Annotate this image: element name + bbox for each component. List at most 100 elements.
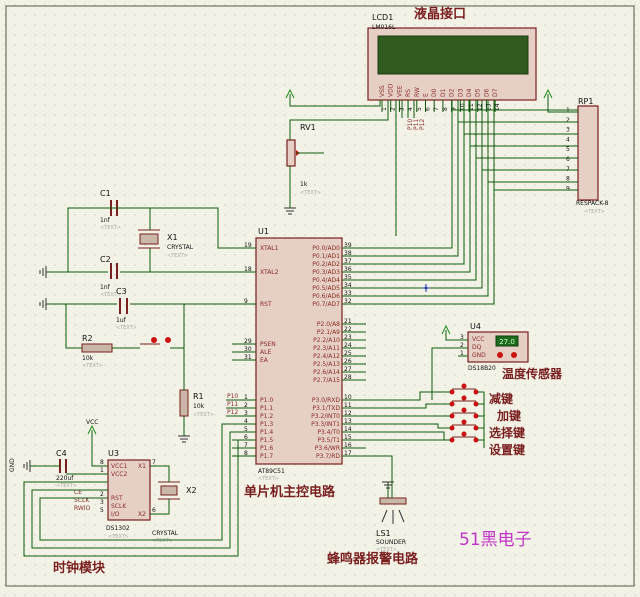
x1-body: [139, 233, 159, 245]
capacitor-c4[interactable]: C4 220uf <TEXT>: [56, 449, 77, 489]
u1-pin-label: P2.2/A10: [313, 337, 340, 344]
key-button-icon[interactable]: [461, 407, 467, 413]
u1-pin-label: P1.7: [260, 453, 273, 460]
u4-pin-label: GND: [472, 352, 486, 359]
key-terminal-icon: [473, 413, 479, 419]
c4-text: <TEXT>: [56, 483, 77, 489]
u1-pin-label: P3.5/T1: [317, 437, 340, 444]
c4-ref: C4: [56, 449, 67, 458]
key-button-icon[interactable]: [461, 383, 467, 389]
resistor-r1[interactable]: R1 10k <TEXT>: [179, 389, 214, 418]
crystal-x2[interactable]: X2 CRYSTAL <TEXT>: [152, 481, 197, 544]
capacitor-c2[interactable]: C2 1nf <TEXT>: [100, 255, 121, 298]
u1-pin-label: P1.2: [260, 413, 273, 420]
lcd-module[interactable]: LCD1 LM016L VSS1VDD2VEE3RS4RW5E6D07D18D2…: [367, 13, 537, 130]
u1-pin-label: P0.0/AD0: [312, 245, 340, 252]
u1-pin-label: P3.7/RD: [316, 453, 340, 460]
x1-part: CRYSTAL: [167, 244, 194, 251]
ls1-wave-c: [398, 509, 405, 523]
key-terminal-icon: [473, 389, 479, 395]
capacitor-c3[interactable]: C3 1uf <TEXT>: [116, 287, 137, 331]
u3-pin-number: 6: [152, 507, 156, 514]
u1-pin-label: P0.3/AD3: [312, 269, 340, 276]
r1-text: <TEXT>: [193, 412, 214, 418]
rp1-pin-number: 7: [566, 166, 570, 173]
rp1-ref: RP1: [578, 97, 593, 106]
lcd-pin-label: D1: [440, 88, 447, 97]
u1-pin-label: P1.3: [260, 421, 273, 428]
u1-p1-net-label: P11: [227, 401, 238, 408]
rv1-text: <TEXT>: [300, 190, 321, 196]
x1-ref: X1: [167, 233, 178, 242]
u1-pin-label: P1.1: [260, 405, 273, 412]
u4-button-up-icon[interactable]: [511, 352, 517, 358]
r2-ref: R2: [82, 334, 93, 343]
u1-pin-number: 22: [344, 326, 352, 333]
buzzer-ls1[interactable]: LS1 SOUNDER <TEXT>: [376, 497, 407, 553]
label-temp-sensor: 温度传感器: [502, 366, 563, 381]
label-key-minus: 减键: [489, 391, 513, 406]
key-button-icon[interactable]: [461, 431, 467, 437]
u1-pin-label: P1.6: [260, 445, 273, 452]
u4-pin-number: 1: [460, 350, 464, 357]
key-terminal-icon: [473, 401, 479, 407]
u1-pin-number: 30: [244, 346, 252, 353]
u4-ref: U4: [470, 322, 481, 331]
u1-pin-number: 10: [344, 394, 352, 401]
lcd-pin-label: D3: [457, 88, 464, 97]
lcd-pin-number: 9: [451, 107, 458, 111]
ls1-ref: LS1: [376, 529, 391, 538]
lcd-pin-group: VSS1VDD2VEE3RS4RW5E6D07D18D29D310D411D51…: [379, 83, 501, 130]
sheet-border: [5, 5, 635, 587]
r2-value: 10k: [82, 355, 94, 362]
c3-ref: C3: [116, 287, 127, 296]
lcd-pin-label: D0: [431, 88, 438, 97]
u3-pin-label: VCC2: [111, 471, 127, 478]
u1-pin-label: P3.0/RXD: [312, 397, 340, 404]
u1-pin-number: 17: [344, 450, 352, 457]
lcd-pin-label: VSS: [379, 85, 386, 97]
u1-pin-number: 2: [244, 402, 248, 409]
key-button-icon[interactable]: [461, 395, 467, 401]
lcd-pin-label: RS: [405, 89, 412, 97]
u1-pin-label: P3.2/INT0: [311, 413, 340, 420]
lcd-pin-label: E: [423, 93, 430, 97]
u1-pin-number: 21: [344, 318, 352, 325]
r1-ref: R1: [193, 392, 204, 401]
ls1-text: <TEXT>: [376, 547, 397, 553]
u3-pin-label: SCLK: [111, 503, 127, 510]
crystal-x1[interactable]: X1 CRYSTAL <TEXT>: [138, 229, 194, 259]
lcd-pin-number: 10: [459, 103, 466, 111]
u4-pin-number: 2: [460, 342, 464, 349]
capacitor-c1[interactable]: C1 1nf <TEXT>: [100, 189, 121, 231]
u1-pin-label: XTAL1: [260, 245, 279, 252]
potentiometer-rv1[interactable]: RV1 1k <TEXT>: [286, 123, 321, 196]
u3-pin-number: 3: [100, 499, 104, 506]
key-terminal-icon: [449, 413, 455, 419]
u1-pin-number: 39: [344, 242, 352, 249]
key-button-icon[interactable]: [461, 419, 467, 425]
rtc-ds1302[interactable]: U3 DS1302 <TEXT> VCC1VCC2RSTSCLKI/OX1X2C…: [74, 449, 156, 540]
u1-pin-number: 28: [344, 374, 352, 381]
lcd-part: LM016L: [372, 24, 396, 31]
ls1-body: [379, 497, 407, 505]
u3-ref: U3: [108, 449, 119, 458]
ls1-wave-a: [381, 509, 388, 523]
reset-button[interactable]: [140, 337, 171, 345]
u1-pin-number: 19: [244, 242, 252, 249]
c2-text: <TEXT>: [100, 292, 121, 298]
u1-pin-label: PSEN: [260, 341, 276, 348]
lcd-pin-number: 2: [390, 107, 397, 111]
u4-button-down-icon[interactable]: [497, 352, 503, 358]
label-key-set: 设置键: [489, 442, 525, 457]
resistor-r2[interactable]: R2 10k <TEXT>: [81, 334, 113, 369]
u1-ref: U1: [258, 227, 269, 236]
lcd-pin-number: 6: [425, 107, 432, 111]
u1-text: <TEXT>: [258, 476, 279, 482]
u1-pin-label: P1.0: [260, 397, 273, 404]
